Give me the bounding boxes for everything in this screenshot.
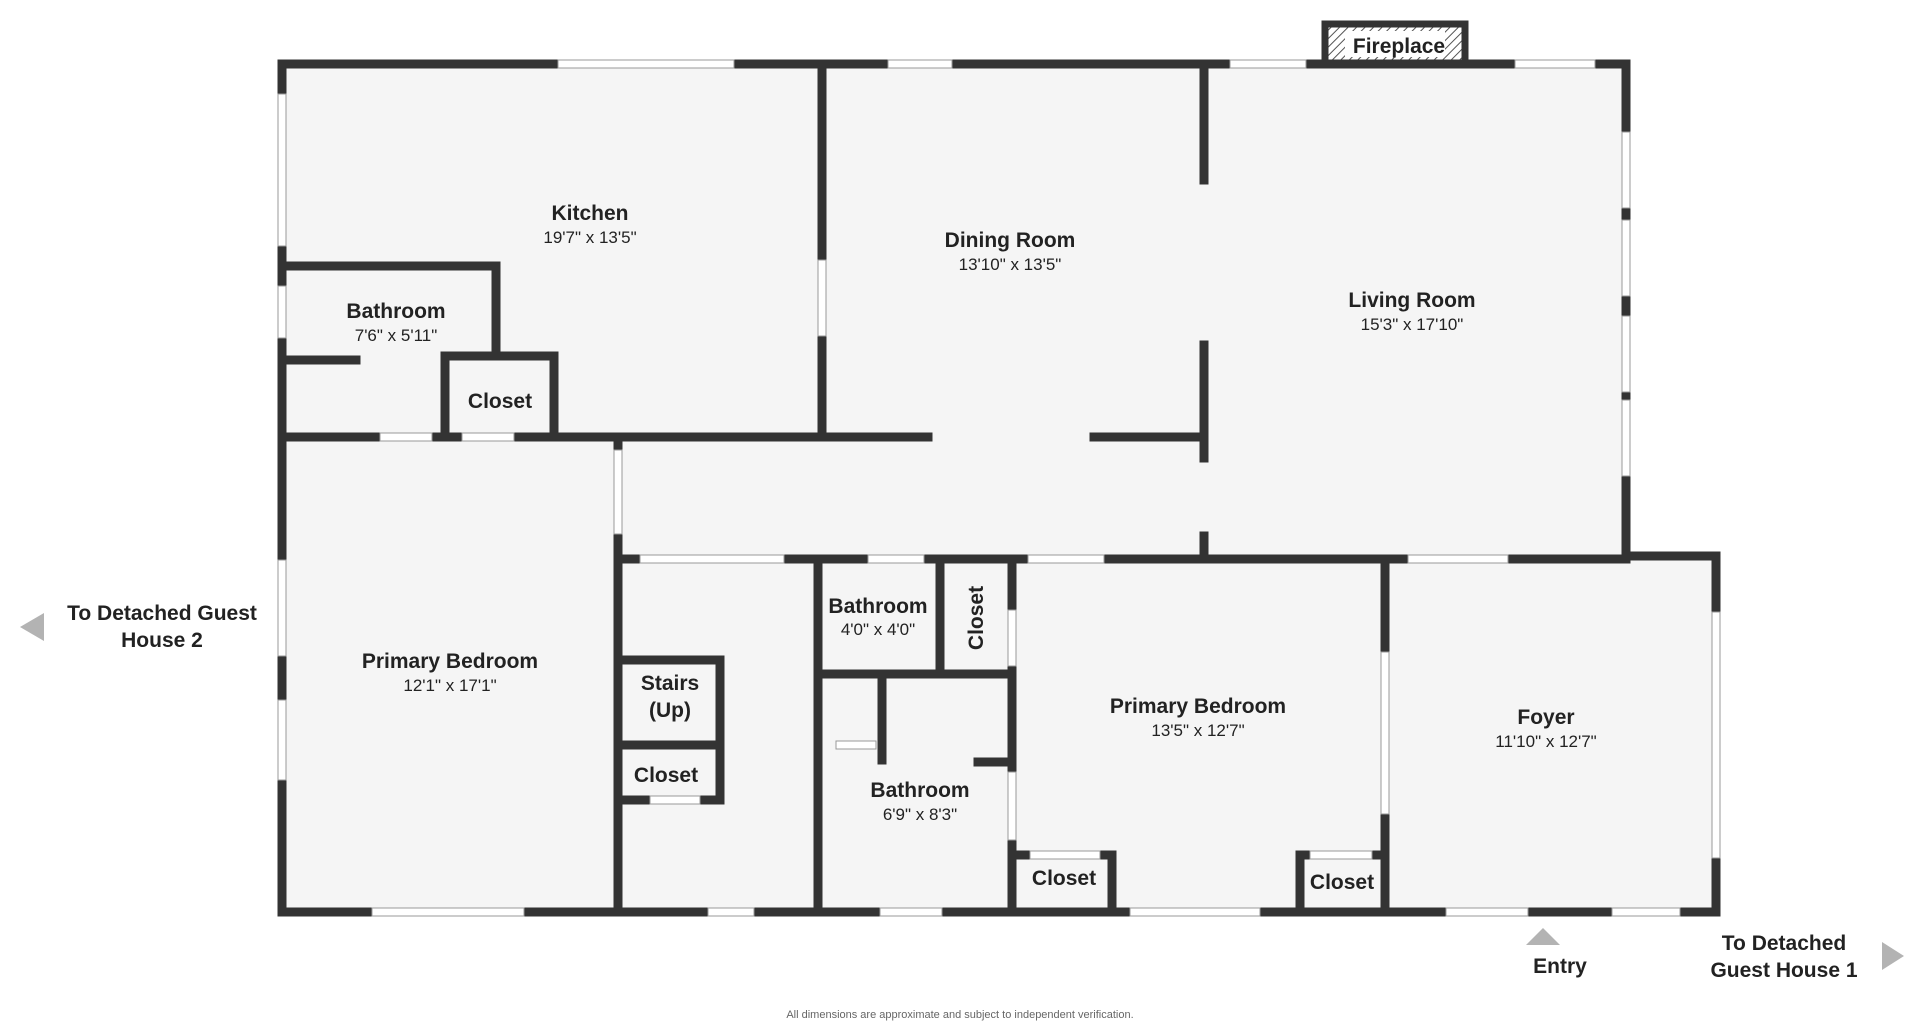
bathroom-3-dims: 6'9" x 8'3" <box>883 805 957 824</box>
kitchen-name: Kitchen <box>551 202 628 225</box>
closet-3-name: Closet <box>965 586 988 650</box>
primary-bedroom-1-name: Primary Bedroom <box>362 650 538 673</box>
windows <box>277 59 1721 917</box>
primary-bedroom-2-dims: 13'5" x 12'7" <box>1151 721 1244 740</box>
bathroom-3-name: Bathroom <box>870 779 969 802</box>
kitchen-dims: 19'7" x 13'5" <box>543 228 636 247</box>
stairs-direction: (Up) <box>649 699 691 722</box>
guest-house-1-label-line1: To Detached <box>1722 932 1846 955</box>
stairs-name: Stairs <box>641 672 699 695</box>
primary-bedroom-1-dims: 12'1" x 17'1" <box>403 676 496 695</box>
bathroom-1-name: Bathroom <box>346 300 445 323</box>
bathroom-1-dims: 7'6" x 5'11" <box>355 326 438 345</box>
bathroom-2-dims: 4'0" x 4'0" <box>841 620 915 639</box>
arrows <box>20 613 1904 970</box>
bathroom-2-name: Bathroom <box>828 595 927 618</box>
closet-4-name: Closet <box>1032 867 1096 890</box>
living-room-name: Living Room <box>1348 289 1475 312</box>
guest-house-2-label-line2: House 2 <box>121 629 203 652</box>
closet-1-name: Closet <box>468 390 532 413</box>
disclaimer-text: All dimensions are approximate and subje… <box>786 1009 1133 1021</box>
living-room-dims: 15'3" x 17'10" <box>1361 315 1464 334</box>
guest-house-1-label-line2: Guest House 1 <box>1710 959 1857 982</box>
dining-room-name: Dining Room <box>945 229 1076 252</box>
guest-house-2-label-line1: To Detached Guest <box>67 602 257 625</box>
entry-arrow-icon <box>1526 928 1560 945</box>
foyer-name: Foyer <box>1517 706 1574 729</box>
arrow-left-icon <box>20 613 44 641</box>
primary-bedroom-2-name: Primary Bedroom <box>1110 695 1286 718</box>
entry-label: Entry <box>1533 955 1587 978</box>
floor-area <box>284 67 1716 911</box>
arrow-right-icon <box>1882 942 1904 970</box>
foyer-dims: 11'10" x 12'7" <box>1495 732 1596 751</box>
closet-2-name: Closet <box>634 764 698 787</box>
dining-room-dims: 13'10" x 13'5" <box>959 255 1062 274</box>
closet-5-name: Closet <box>1310 871 1374 894</box>
fireplace-label: Fireplace <box>1353 35 1445 58</box>
